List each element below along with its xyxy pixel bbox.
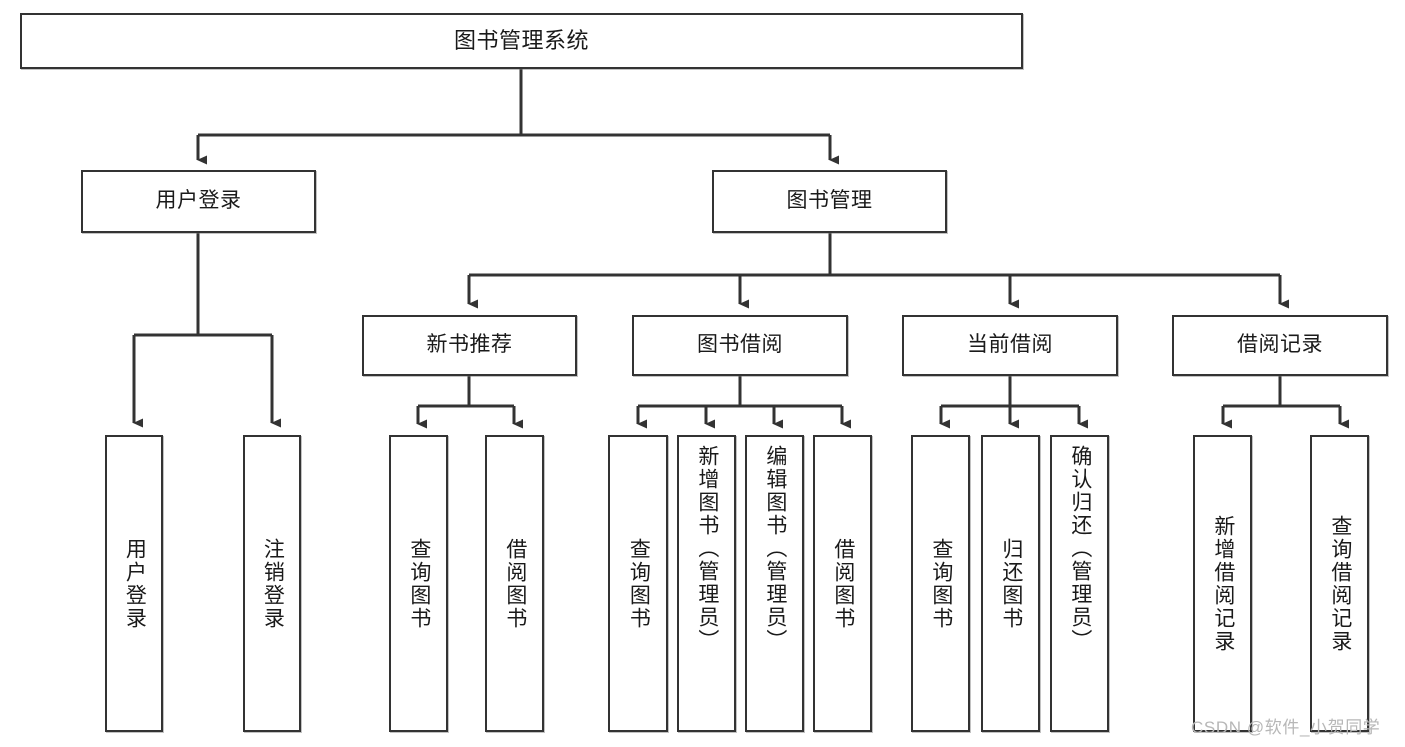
leaf-borrow-book-2-label: 借阅图书: [831, 537, 855, 630]
leaf-return-book[interactable]: 归还图书: [981, 435, 1040, 732]
leaf-add-book-label: 新增图书（管理员）: [695, 445, 719, 652]
leaf-user-login[interactable]: 用户登录: [105, 435, 163, 732]
node-root-label: 图书管理系统: [453, 28, 589, 54]
csdn-watermark: CSDN @软件_小贺同学: [1191, 718, 1381, 737]
leaf-borrow-book-1[interactable]: 借阅图书: [485, 435, 544, 732]
leaf-logout-login[interactable]: 注销登录: [243, 435, 301, 732]
leaf-query-book-1-label: 查询图书: [407, 537, 431, 630]
node-book-borrow[interactable]: 图书借阅: [632, 315, 848, 376]
leaf-confirm-return[interactable]: 确认归还（管理员）: [1050, 435, 1109, 732]
leaf-query-book-3-label: 查询图书: [929, 537, 953, 630]
leaf-query-book-1[interactable]: 查询图书: [389, 435, 448, 732]
leaf-add-book[interactable]: 新增图书（管理员）: [677, 435, 736, 732]
leaf-return-book-label: 归还图书: [999, 537, 1023, 630]
node-book-management-label: 图书管理: [786, 189, 873, 213]
leaf-borrow-book-2[interactable]: 借阅图书: [813, 435, 872, 732]
leaf-query-book-2[interactable]: 查询图书: [608, 435, 668, 732]
node-book-borrow-label: 图书借阅: [697, 333, 783, 357]
node-current-borrow-label: 当前借阅: [967, 333, 1053, 357]
node-borrow-record[interactable]: 借阅记录: [1172, 315, 1388, 376]
leaf-logout-login-label: 注销登录: [261, 537, 285, 630]
leaf-borrow-book-1-label: 借阅图书: [503, 537, 527, 630]
node-new-book-recommend-label: 新书推荐: [426, 333, 513, 357]
leaf-edit-book[interactable]: 编辑图书（管理员）: [745, 435, 804, 732]
leaf-add-record[interactable]: 新增借阅记录: [1193, 435, 1252, 732]
leaf-query-book-3[interactable]: 查询图书: [911, 435, 970, 732]
leaf-query-record[interactable]: 查询借阅记录: [1310, 435, 1369, 732]
leaf-add-record-label: 新增借阅记录: [1211, 514, 1235, 653]
node-user-login-label: 用户登录: [155, 189, 242, 213]
node-current-borrow[interactable]: 当前借阅: [902, 315, 1118, 376]
leaf-confirm-return-label: 确认归还（管理员）: [1068, 445, 1092, 652]
node-user-login[interactable]: 用户登录: [81, 170, 316, 233]
leaf-user-login-label: 用户登录: [123, 537, 147, 630]
node-new-book-recommend[interactable]: 新书推荐: [362, 315, 577, 376]
leaf-query-record-label: 查询借阅记录: [1328, 514, 1352, 653]
node-book-management[interactable]: 图书管理: [712, 170, 947, 233]
node-root[interactable]: 图书管理系统: [20, 13, 1023, 69]
leaf-edit-book-label: 编辑图书（管理员）: [763, 445, 787, 652]
leaf-query-book-2-label: 查询图书: [627, 537, 651, 630]
node-borrow-record-label: 借阅记录: [1237, 333, 1323, 357]
